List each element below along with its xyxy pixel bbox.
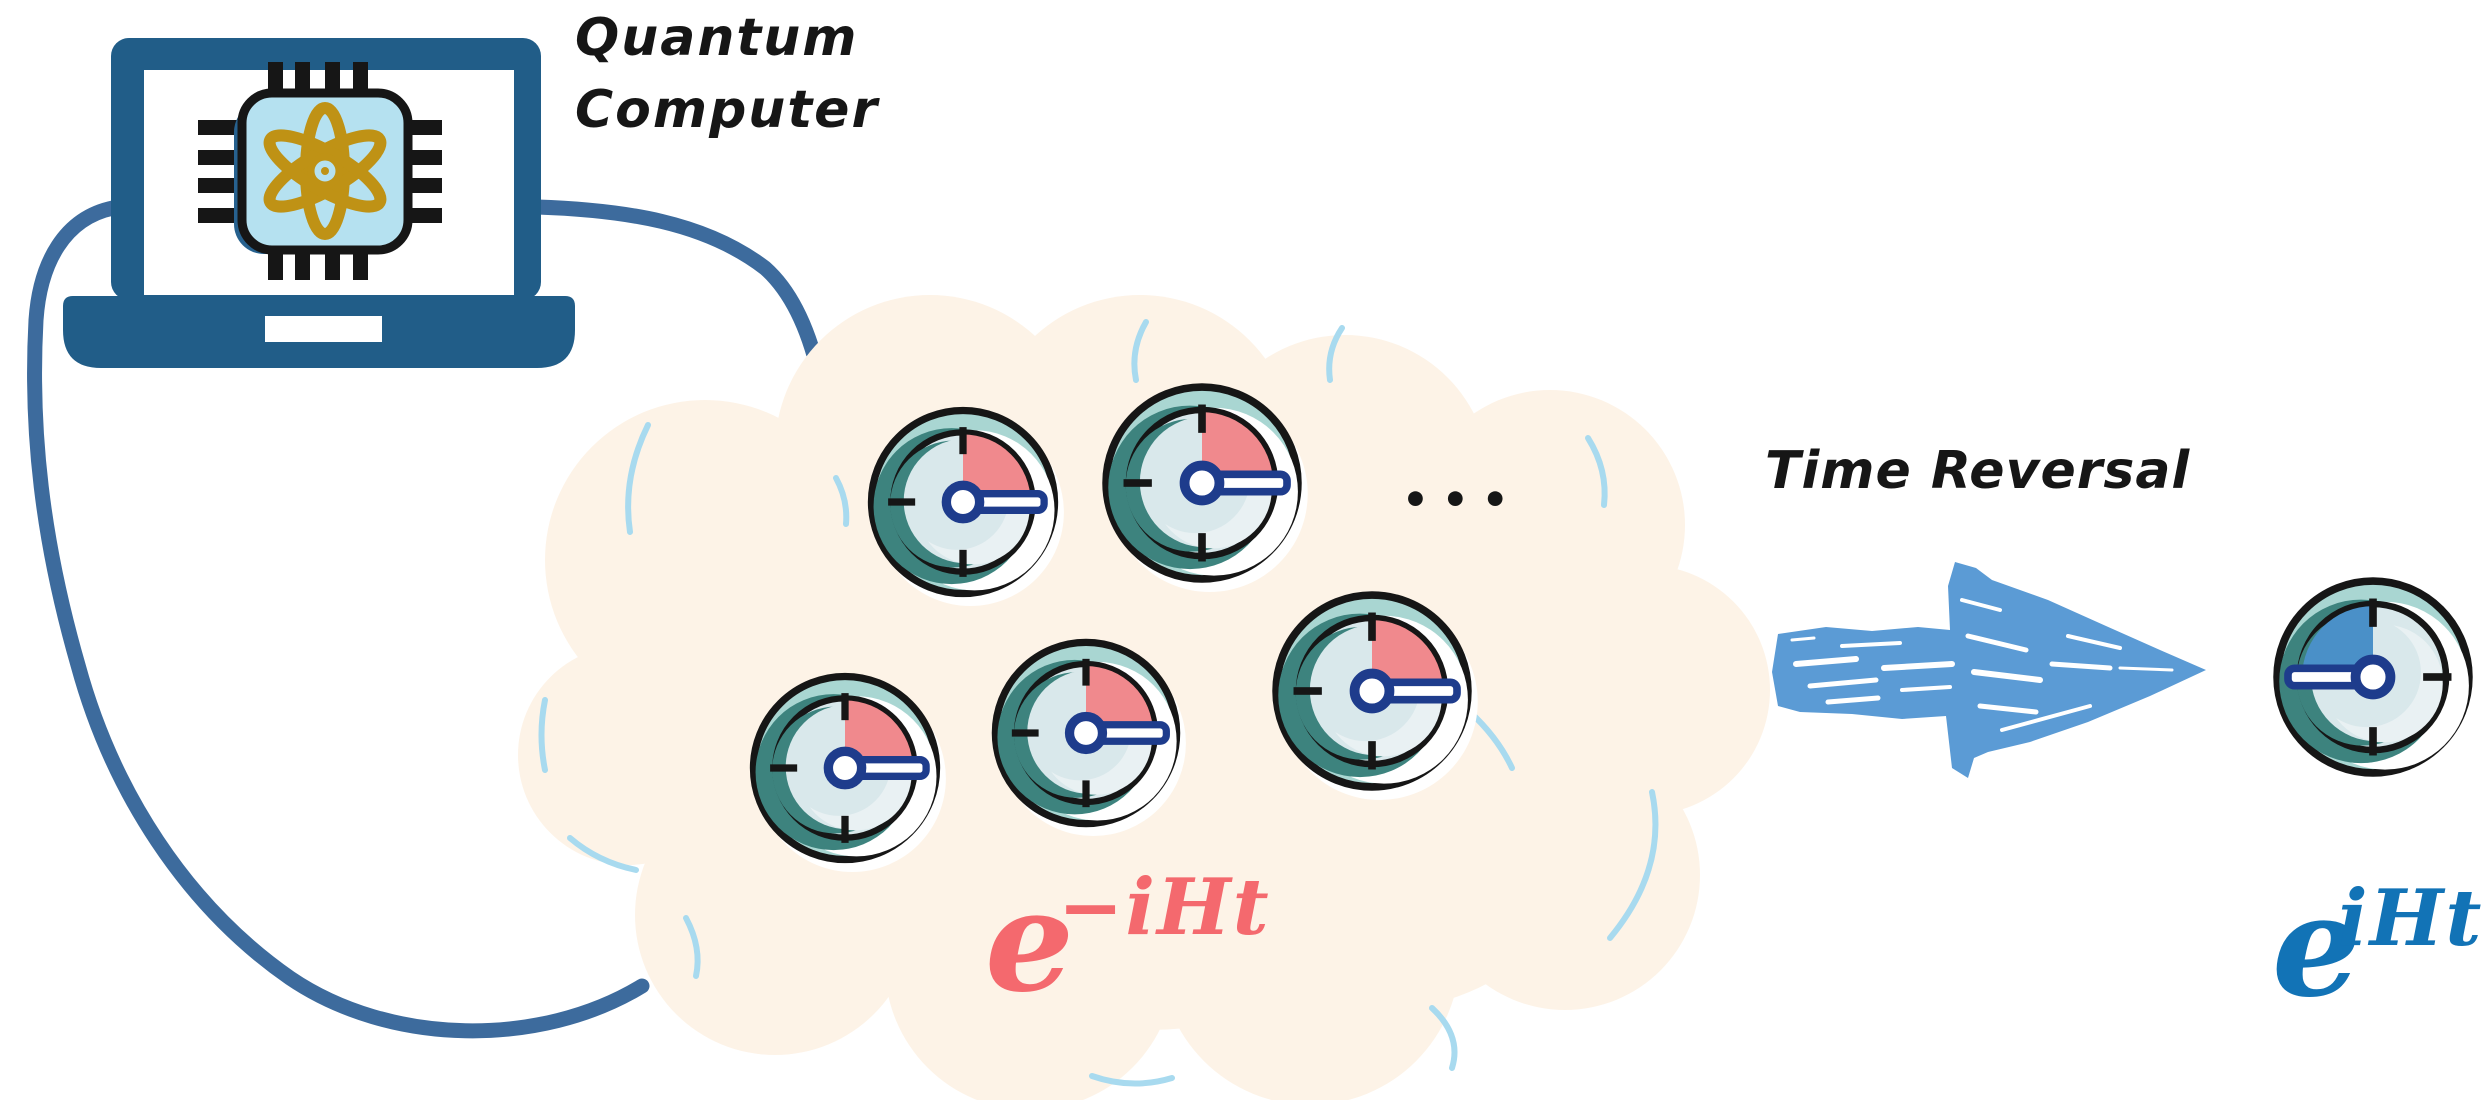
formula-base: e xyxy=(985,860,1075,1024)
atom-icon xyxy=(263,102,387,240)
formula-exponent: iHt xyxy=(2338,873,2484,964)
quantum-chip-icon xyxy=(198,62,442,280)
reverse-evolution-formula: e iHt xyxy=(2272,860,2488,1020)
stopwatch-reverse-icon xyxy=(2277,581,2479,786)
time-reversal-label: Time Reversal xyxy=(1765,441,2191,501)
cable-left xyxy=(27,200,650,1039)
forward-evolution-formula: e −iHt xyxy=(985,855,1305,1015)
quantum-computer-label: Quantum Computer xyxy=(575,8,880,140)
formula-exponent: −iHt xyxy=(1058,862,1271,953)
sketch-arrow-icon xyxy=(1772,562,2206,778)
laptop-icon xyxy=(63,38,575,368)
more-stopwatches-ellipsis: ••• xyxy=(1402,475,1522,524)
laptop-trackpad xyxy=(265,316,382,342)
formula-base: e xyxy=(2272,865,2362,1029)
